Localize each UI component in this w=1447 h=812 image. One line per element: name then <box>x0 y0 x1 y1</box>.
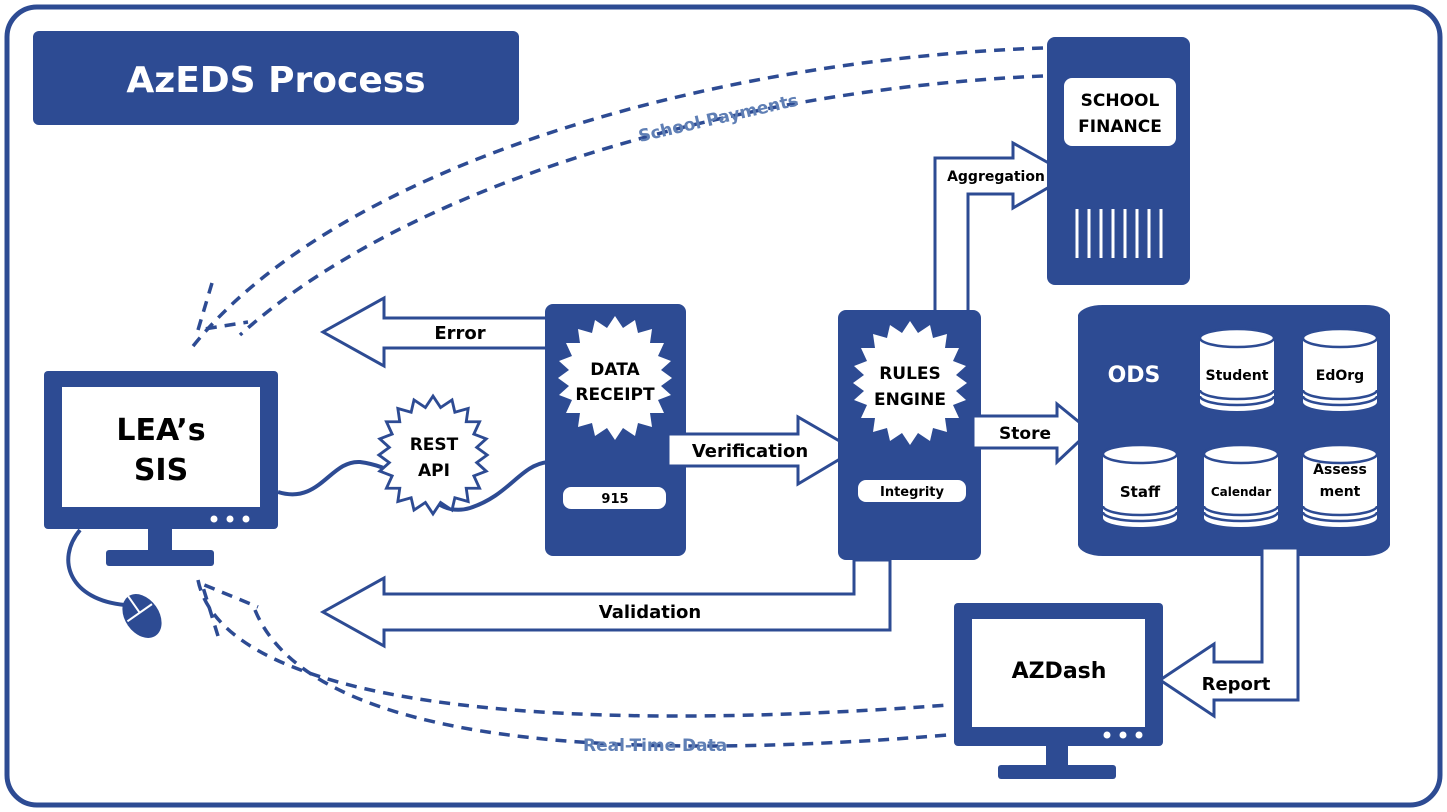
db-staff: Staff <box>1120 483 1161 501</box>
azdash-computer: AZDash <box>954 603 1163 779</box>
validation-label: Validation <box>599 602 701 623</box>
ods-label: ODS <box>1108 363 1161 388</box>
validation-arrow: Validation <box>319 558 892 649</box>
school-finance-server: SCHOOL FINANCE <box>1047 37 1190 285</box>
lea-label-line1: LEA’s <box>116 413 205 448</box>
verification-arrow: Verification <box>666 414 858 487</box>
data-receipt-line2: RECEIPT <box>575 385 655 405</box>
integrity-label: Integrity <box>880 485 945 500</box>
store-label: Store <box>999 424 1051 444</box>
db-calendar: Calendar <box>1211 485 1271 499</box>
rules-engine-line1: RULES <box>879 364 941 384</box>
lea-label-line2: SIS <box>134 453 188 488</box>
server-icon <box>1047 37 1190 285</box>
store-arrow: Store <box>971 400 1093 466</box>
aggregation-arrow: Aggregation <box>933 140 1074 314</box>
real-time-data-flow: Real-Time Data <box>196 579 949 756</box>
page-title: AzEDS Process <box>126 60 425 101</box>
verification-label: Verification <box>692 441 808 462</box>
db-edorg: EdOrg <box>1316 368 1364 384</box>
db-student: Student <box>1206 368 1269 384</box>
receipt-code: 915 <box>601 492 628 507</box>
title-banner: AzEDS Process <box>33 31 519 125</box>
report-label: Report <box>1202 674 1271 695</box>
db-assessment-line1: Assess <box>1313 462 1367 478</box>
aggregation-label: Aggregation <box>947 169 1045 185</box>
report-arrow: Report <box>1157 546 1300 719</box>
rest-api-line1: REST <box>410 435 459 455</box>
rest-api-line2: API <box>418 461 450 481</box>
ods-store: ODS Student EdOrg Staff Calendar Assess … <box>1078 304 1390 557</box>
rest-api-gear: REST API <box>377 394 489 516</box>
data-receipt-server: DATA RECEIPT 915 <box>545 304 686 556</box>
rules-engine-line2: ENGINE <box>874 390 946 410</box>
db-assessment-line2: ment <box>1320 484 1361 500</box>
real-time-data-label: Real-Time Data <box>583 736 727 756</box>
lea-sis-computer: LEA’s SIS <box>44 371 278 638</box>
error-label: Error <box>434 323 485 344</box>
finance-line1: SCHOOL <box>1081 91 1160 111</box>
mouse-icon <box>122 594 162 638</box>
azdash-label: AZDash <box>1012 659 1107 684</box>
error-arrow: Error <box>319 295 557 369</box>
data-receipt-line1: DATA <box>590 360 640 380</box>
finance-line2: FINANCE <box>1078 117 1162 137</box>
rules-engine-server: RULES ENGINE Integrity <box>838 310 981 560</box>
